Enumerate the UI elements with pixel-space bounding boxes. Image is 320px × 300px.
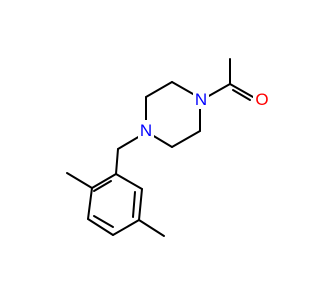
atom-n2: N (138, 120, 154, 140)
molecule-structure: N N O (0, 0, 300, 300)
bond-n2-ch2 (117, 135, 141, 150)
bond-carbonyl-oxygen (229, 83, 254, 98)
bond-carbonyl-n1 (206, 83, 231, 98)
atom-o1-background (253, 89, 271, 109)
bond-ar3-ar4 (87, 218, 114, 236)
bond-ar5-ar6 (138, 188, 143, 221)
bond-lower-c-c (171, 130, 201, 148)
bond-ar4-ar5 (112, 219, 140, 236)
atom-n2-label: N (140, 121, 152, 140)
bond-ar6-ar1 (115, 173, 143, 190)
bond-ar3-ar4-inner (93, 215, 114, 228)
atom-n2-background (138, 120, 154, 140)
atom-layer: N N O (138, 89, 271, 140)
bond-ar1-ar2 (91, 173, 117, 189)
bond-ar2-methyl (66, 172, 93, 189)
bond-upper-c-c (145, 81, 173, 98)
bond-n2-c-lower (151, 134, 173, 148)
atom-n1: N (193, 89, 209, 109)
atom-n1-background (193, 89, 209, 109)
bond-ar2-ar3 (87, 187, 93, 220)
bond-layer (66, 58, 254, 237)
bond-ch2-ring (115, 148, 119, 175)
bond-ar5-ar6-inner (132, 191, 136, 218)
atom-o1-label: O (255, 90, 268, 109)
bond-carbonyl-oxygen-double (232, 89, 251, 101)
atom-n1-label: N (195, 90, 207, 109)
background (0, 0, 300, 300)
bond-ar5-methyl (138, 219, 165, 237)
atom-o1: O (253, 89, 271, 109)
bond-ar1-ar2-inner (93, 180, 112, 192)
